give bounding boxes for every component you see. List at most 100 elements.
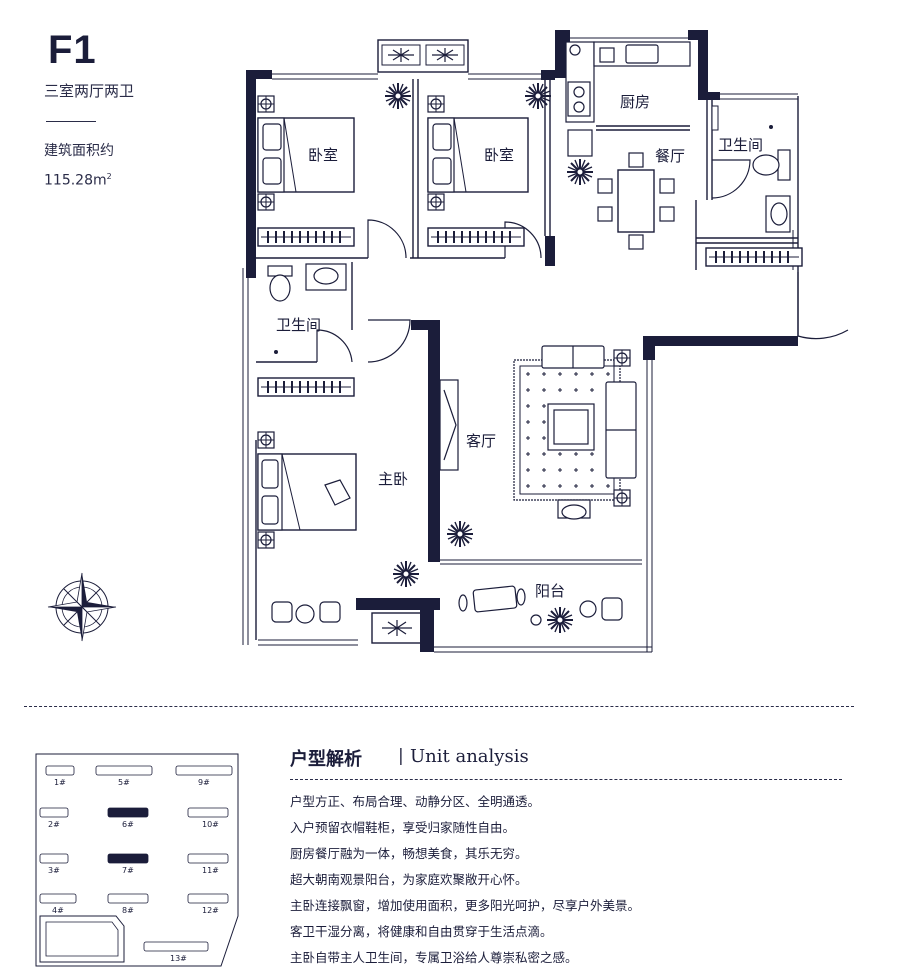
site-building-label: 11# bbox=[202, 866, 219, 875]
room-label-bedroom-2: 卧室 bbox=[484, 146, 514, 164]
armchair-icon bbox=[271, 601, 341, 624]
shelf-icon bbox=[711, 105, 719, 131]
closet-bath bbox=[705, 247, 803, 267]
nightstand-icon bbox=[257, 431, 275, 449]
analysis-point: 主卧自带主人卫生间，专属卫浴给人尊崇私密之感。 bbox=[290, 950, 578, 965]
floor-plan: 卧室 卧室 厨房 餐厅 卫生间 卫生间 客厅 主卧 阳台 bbox=[47, 30, 849, 653]
site-building bbox=[187, 893, 229, 904]
site-building-label: 12# bbox=[202, 906, 219, 915]
room-label-bath-left: 卫生间 bbox=[276, 316, 321, 334]
site-building-label: 2# bbox=[48, 820, 60, 829]
lounge-chair-icon bbox=[458, 585, 526, 613]
analysis-title: 户型解析 bbox=[290, 749, 362, 770]
stove-icon bbox=[567, 81, 591, 117]
site-building bbox=[39, 807, 69, 818]
compass-rose-icon bbox=[47, 572, 117, 642]
nightstand-icon bbox=[427, 95, 445, 113]
nightstand-icon bbox=[257, 95, 275, 113]
interior-walls bbox=[255, 79, 799, 640]
sofa-icon bbox=[541, 345, 637, 479]
site-building bbox=[39, 893, 77, 904]
room-label-living: 客厅 bbox=[466, 432, 496, 450]
bay-window-top bbox=[377, 39, 469, 73]
sink-icon bbox=[305, 263, 347, 291]
analysis-point: 户型方正、布局合理、动静分区、全明通透。 bbox=[290, 794, 541, 809]
header-divider bbox=[46, 121, 96, 122]
room-label-dining: 餐厅 bbox=[655, 147, 685, 165]
site-buildings: 1#5#9#2#6#10#3#7#11#4#8#12#13# bbox=[39, 765, 233, 963]
site-building bbox=[107, 893, 149, 904]
analysis-divider bbox=[290, 779, 842, 780]
bed-icon bbox=[257, 117, 355, 193]
area-value: 115.28m2 bbox=[44, 172, 112, 189]
plant-icon bbox=[546, 606, 574, 634]
section-divider bbox=[24, 706, 854, 707]
site-building bbox=[107, 853, 149, 864]
site-building bbox=[39, 853, 69, 864]
door-swings bbox=[316, 159, 849, 363]
unit-layout: 三室两厅两卫 bbox=[44, 82, 135, 100]
coffee-table-icon bbox=[547, 403, 595, 451]
nightstand-icon bbox=[427, 193, 445, 211]
site-plan: 1#5#9#2#6#10#3#7#11#4#8#12#13# bbox=[35, 753, 239, 967]
site-building-label: 6# bbox=[122, 820, 134, 829]
site-building bbox=[143, 941, 209, 952]
area-unit-superscript: 2 bbox=[106, 172, 112, 181]
room-label-balcony: 阳台 bbox=[535, 582, 565, 600]
site-building bbox=[95, 765, 153, 776]
armchair-icon bbox=[557, 499, 591, 520]
plant-pot-icon bbox=[530, 614, 542, 626]
room-label-master: 主卧 bbox=[378, 470, 408, 488]
bed-icon bbox=[257, 453, 357, 531]
balcony-chairs-icon bbox=[579, 597, 623, 621]
nightstand-icon bbox=[257, 531, 275, 549]
analysis-separator: | bbox=[398, 746, 404, 766]
analysis-point: 客卫干湿分离，将健康和自由贯穿于生活点滴。 bbox=[290, 924, 553, 939]
sink-icon bbox=[765, 195, 791, 233]
fridge-icon bbox=[567, 129, 593, 157]
side-table-icon bbox=[613, 349, 631, 367]
room-label-bedroom-1: 卧室 bbox=[308, 146, 338, 164]
area-number: 115.28m bbox=[44, 172, 107, 189]
unit-code: F1 bbox=[48, 28, 97, 72]
site-building-label: 7# bbox=[122, 866, 134, 875]
plant-icon bbox=[524, 82, 552, 110]
site-building bbox=[107, 807, 149, 818]
closet-bedroom-1 bbox=[257, 227, 355, 247]
side-table-icon bbox=[613, 489, 631, 507]
room-label-bath-right: 卫生间 bbox=[718, 136, 763, 154]
plant-icon bbox=[566, 158, 594, 186]
room-label-kitchen: 厨房 bbox=[620, 93, 650, 111]
analysis-point: 超大朝南观景阳台，为家庭欢聚敞开心怀。 bbox=[290, 872, 528, 887]
drain-icon bbox=[274, 350, 278, 354]
closet-bedroom-2 bbox=[427, 227, 525, 247]
site-building-label: 10# bbox=[202, 820, 219, 829]
analysis-list: 户型方正、布局合理、动静分区、全明通透。入户预留衣帽鞋柜，享受归家随性自由。厨房… bbox=[290, 794, 640, 976]
site-building-label: 9# bbox=[198, 778, 210, 787]
site-building-label: 1# bbox=[54, 778, 66, 787]
bay-window-bottom bbox=[371, 612, 423, 644]
rug-icon bbox=[513, 359, 621, 501]
analysis-title-en: Unit analysis bbox=[410, 746, 529, 767]
toilet-icon bbox=[267, 265, 293, 302]
toilet-icon bbox=[752, 149, 791, 181]
tv-cabinet-icon bbox=[439, 379, 459, 471]
site-building bbox=[187, 853, 229, 864]
nightstand-icon bbox=[257, 193, 275, 211]
analysis-point: 厨房餐厅融为一体，畅想美食，其乐无穷。 bbox=[290, 846, 528, 861]
site-building-label: 13# bbox=[170, 954, 187, 963]
site-building bbox=[175, 765, 233, 776]
plant-icon bbox=[392, 560, 420, 588]
analysis-point: 主卧连接飘窗，增加使用面积，更多阳光呵护，尽享户外美景。 bbox=[290, 898, 641, 913]
analysis-point: 入户预留衣帽鞋柜，享受归家随性自由。 bbox=[290, 820, 516, 835]
plant-icon bbox=[446, 520, 474, 548]
closet-master bbox=[257, 377, 355, 397]
dining-table-icon bbox=[597, 152, 675, 250]
bed-icon bbox=[427, 117, 529, 193]
area-label: 建筑面积约 bbox=[44, 143, 114, 159]
site-building bbox=[45, 765, 75, 776]
site-building-label: 4# bbox=[52, 906, 64, 915]
site-building-label: 5# bbox=[118, 778, 130, 787]
drain-icon bbox=[769, 125, 773, 129]
site-building-label: 3# bbox=[48, 866, 60, 875]
